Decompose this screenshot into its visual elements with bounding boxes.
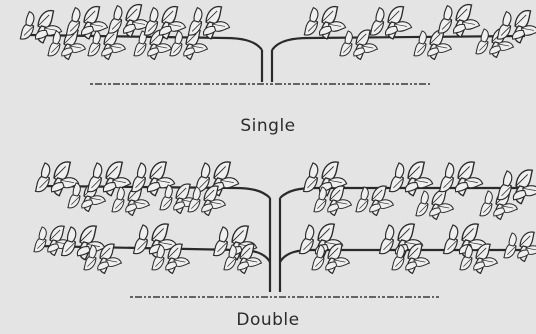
double-trunk bbox=[270, 198, 280, 292]
double-upper-leaves-left bbox=[28, 160, 240, 220]
single-trunk bbox=[262, 50, 272, 82]
caption-single: Single bbox=[0, 116, 536, 136]
caption-double: Double bbox=[0, 310, 536, 330]
double-upper-leaves-right bbox=[296, 160, 536, 224]
single-espalier bbox=[13, 3, 536, 84]
single-leaves-left bbox=[13, 3, 231, 65]
double-espalier bbox=[27, 160, 536, 297]
single-leaves-right bbox=[297, 3, 536, 65]
